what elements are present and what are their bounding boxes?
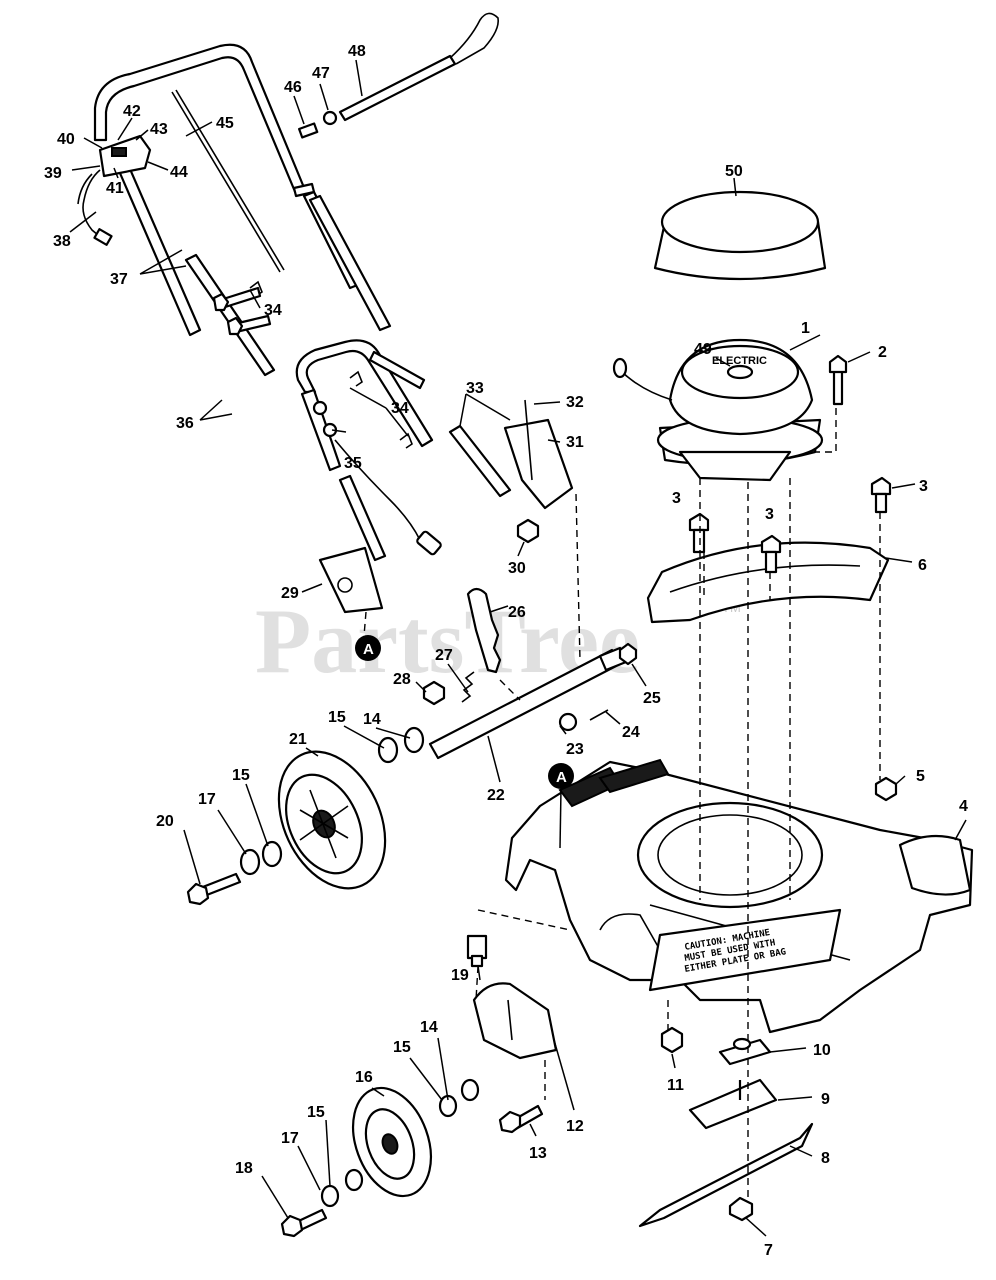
callout-39: 39 xyxy=(44,165,62,182)
svg-text:A: A xyxy=(363,641,374,658)
callout-15a: 15 xyxy=(328,709,346,726)
callout-23: 23 xyxy=(566,741,584,758)
callout-25: 25 xyxy=(643,690,661,707)
callout-3c: 3 xyxy=(765,506,774,523)
wheel-21 xyxy=(277,750,387,890)
leader-lines xyxy=(69,59,967,1237)
callout-44: 44 xyxy=(170,164,188,181)
callout-14a: 14 xyxy=(363,711,381,728)
callout-50: 50 xyxy=(725,163,743,180)
callout-43: 43 xyxy=(150,121,168,138)
callout-15d: 15 xyxy=(307,1104,325,1121)
callout-33: 33 xyxy=(466,380,484,397)
callout-34a: 34 xyxy=(391,400,409,417)
callout-28: 28 xyxy=(393,671,411,688)
deck-housing: CAUTION: MACHINE MUST BE USED WITH EITHE… xyxy=(504,758,974,1034)
callout-35: 35 xyxy=(344,455,362,472)
callout-30: 30 xyxy=(508,560,526,577)
callout-8: 8 xyxy=(821,1150,830,1167)
callout-42: 42 xyxy=(123,103,141,120)
callout-38: 38 xyxy=(53,233,71,250)
callout-15b: 15 xyxy=(232,767,250,784)
callout-45: 45 xyxy=(216,115,234,132)
callout-14b: 14 xyxy=(420,1019,438,1036)
callout-29: 29 xyxy=(281,585,299,602)
callout-2: 2 xyxy=(878,344,887,361)
guard-plate-6 xyxy=(646,541,890,624)
assembly-lines xyxy=(363,408,881,1200)
motor-cover-50 xyxy=(653,190,827,281)
callout-7: 7 xyxy=(764,1242,773,1259)
callout-3a: 3 xyxy=(919,478,928,495)
callout-5: 5 xyxy=(916,768,925,785)
callout-49: 49 xyxy=(694,341,712,358)
callout-15c: 15 xyxy=(393,1039,411,1056)
callout-1: 1 xyxy=(801,320,810,337)
motor-1: ELECTRIC xyxy=(612,338,824,482)
bracket-12 xyxy=(472,982,558,1060)
bracket-31 xyxy=(503,418,574,510)
callout-27: 27 xyxy=(435,647,453,664)
callout-17b: 17 xyxy=(281,1130,299,1147)
callout-37: 37 xyxy=(110,271,128,288)
callout-46: 46 xyxy=(284,79,302,96)
cable-48 xyxy=(298,12,500,139)
callout-31: 31 xyxy=(566,434,584,451)
callout-47: 47 xyxy=(312,65,330,82)
callout-4: 4 xyxy=(959,798,968,815)
callout-9: 9 xyxy=(821,1091,830,1108)
callout-13: 13 xyxy=(529,1145,547,1162)
callout-19: 19 xyxy=(451,967,469,984)
callout-22: 22 xyxy=(487,787,505,804)
blade-8 xyxy=(638,1122,814,1228)
wheel-16 xyxy=(352,1086,432,1198)
callout-3b: 3 xyxy=(672,490,681,507)
callout-6: 6 xyxy=(918,557,927,574)
callout-10: 10 xyxy=(813,1042,831,1059)
callout-24: 24 xyxy=(622,724,640,741)
callout-34b: 34 xyxy=(264,302,282,319)
callout-12: 12 xyxy=(566,1118,584,1135)
blade-nut-7 xyxy=(728,1196,754,1222)
marker-a-deck: A xyxy=(548,763,574,849)
callout-11: 11 xyxy=(667,1077,684,1094)
power-cord xyxy=(334,439,421,541)
callout-36: 36 xyxy=(176,415,194,432)
callout-17a: 17 xyxy=(198,791,216,808)
cable-45 xyxy=(171,91,281,273)
callout-26: 26 xyxy=(508,604,526,621)
callout-32: 32 xyxy=(566,394,584,411)
callout-40: 40 xyxy=(57,131,75,148)
switch-box xyxy=(77,134,152,246)
bracket-29 xyxy=(318,546,384,614)
callout-16: 16 xyxy=(355,1069,373,1086)
callout-numbers: 1 2 3 3 3 3 4 5 6 7 8 9 10 11 12 13 14 1… xyxy=(44,43,968,1259)
marker-a-handle: A xyxy=(355,635,381,661)
svg-text:A: A xyxy=(556,769,567,786)
adapter-9 xyxy=(688,1078,778,1130)
callout-20: 20 xyxy=(156,813,174,830)
callout-41: 41 xyxy=(106,180,124,197)
callout-18: 18 xyxy=(235,1160,253,1177)
callout-48: 48 xyxy=(348,43,366,60)
callout-21: 21 xyxy=(289,731,307,748)
